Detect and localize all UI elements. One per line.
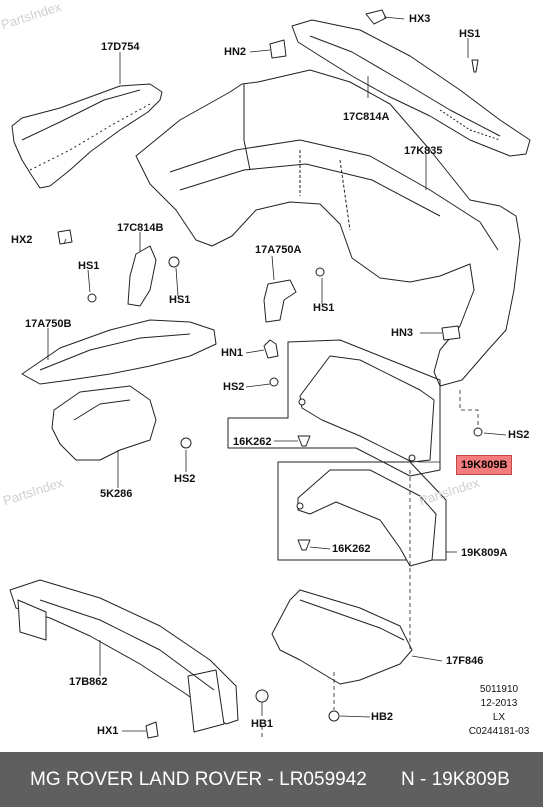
info-line-3: LX	[492, 712, 506, 723]
part-17c814b-shape	[127, 245, 157, 307]
label-19k809a: 19K809A	[461, 547, 508, 559]
info-line-4: C0244181-03	[468, 726, 530, 737]
part-17a750b-shape	[21, 319, 217, 385]
label-17f846: 17F846	[446, 655, 484, 667]
label-16k262-b: 16K262	[332, 543, 371, 555]
group-box-19k809a	[277, 461, 447, 561]
label-19k809b-highlighted[interactable]: 19K809B	[456, 455, 513, 475]
parts-diagram: PartsIndex PartsIndex PartsIndex HX3 HS1…	[0, 0, 532, 740]
part-5k286-shape	[51, 385, 192, 461]
label-17d754: 17D754	[101, 41, 140, 53]
label-hb1: HB1	[251, 718, 274, 730]
label-5k286: 5K286	[100, 488, 133, 500]
label-16k262-a: 16K262	[233, 436, 272, 448]
info-line-2: 12-2013	[480, 698, 518, 709]
leader-lines	[47, 16, 507, 732]
label-hb2: HB2	[371, 711, 394, 723]
footer-brand-part-number: MG ROVER LAND ROVER - LR059942	[30, 768, 367, 790]
label-hn1: HN1	[221, 347, 244, 359]
info-line-1: 5011910	[479, 684, 519, 695]
label-hs2-b: HS2	[508, 429, 530, 441]
part-17a750a-shape	[263, 279, 297, 359]
part-19k809a-shape	[296, 469, 437, 567]
label-17a750a: 17A750A	[255, 244, 302, 256]
label-hn2: HN2	[224, 46, 247, 58]
label-hs2-a: HS2	[223, 381, 245, 393]
drawing-info: 5011910 12-2013 LX C0244181-03	[466, 683, 532, 739]
label-hs1-top: HS1	[459, 28, 481, 40]
part-17f846-shape	[271, 589, 413, 685]
part-17k835-shape	[135, 69, 521, 387]
label-17c814a: 17C814A	[343, 111, 390, 123]
label-hs1-c: HS1	[313, 302, 335, 314]
part-17d754-shape	[11, 83, 163, 189]
part-17b862-shape	[9, 579, 239, 733]
alignment-lines	[261, 390, 479, 740]
part-19k809b-shape	[298, 355, 435, 463]
label-hx2: HX2	[11, 234, 33, 246]
exploded-view-drawing	[9, 9, 531, 740]
label-hs2-c: HS2	[174, 473, 196, 485]
fasteners	[57, 9, 483, 739]
label-hx1: HX1	[97, 725, 119, 737]
part-17c814a-shape	[291, 19, 531, 157]
label-hx3: HX3	[409, 13, 431, 25]
label-17k835: 17K835	[404, 145, 443, 157]
footer-part-code: N - 19K809B	[401, 768, 510, 790]
label-hs1-a: HS1	[78, 260, 100, 272]
footer-bar: MG ROVER LAND ROVER - LR059942 N - 19K80…	[0, 752, 543, 807]
label-hs1-b: HS1	[169, 294, 191, 306]
label-17a750b: 17A750B	[25, 318, 72, 330]
label-hn3: HN3	[391, 327, 414, 339]
label-17b862: 17B862	[69, 676, 108, 688]
label-17c814b: 17C814B	[117, 222, 164, 234]
